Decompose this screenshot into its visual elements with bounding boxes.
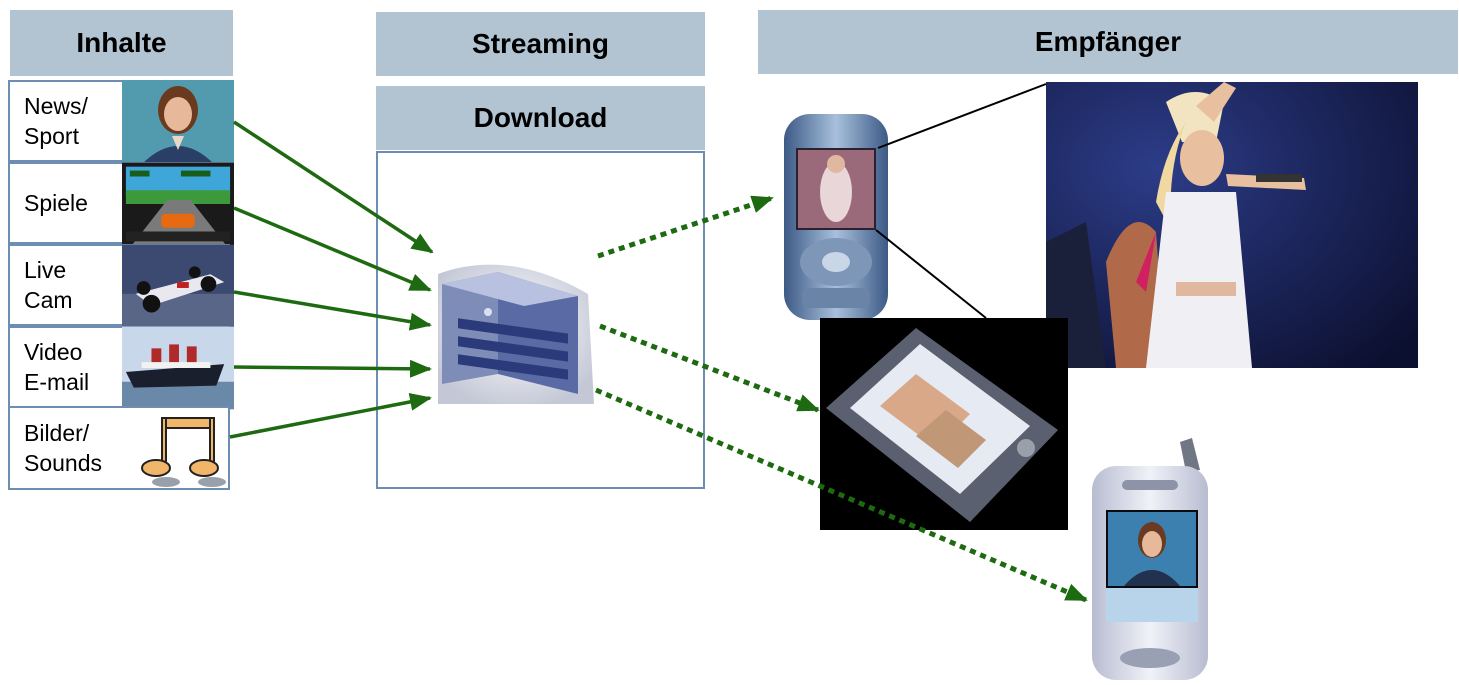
content-label: News/ Sport	[24, 93, 88, 149]
arrow-server-to-tablet	[599, 323, 820, 413]
music-notes-icon	[141, 417, 226, 487]
zoom-line-top	[877, 83, 1047, 149]
content-item-video-email: Video E-mail	[8, 326, 234, 410]
header-streaming: Streaming	[376, 12, 705, 76]
arrow-videomail-to-server	[233, 359, 432, 378]
content-item-spiele: Spiele	[8, 162, 234, 246]
content-item-bilder-sounds: Bilder/ Sounds	[8, 406, 230, 490]
content-item-live-cam: Live Cam	[8, 244, 234, 328]
arrow-news-to-server	[233, 120, 434, 254]
content-label: Live Cam	[24, 257, 73, 313]
header-inhalte: Inhalte	[10, 10, 233, 76]
racing-game-icon	[122, 162, 234, 246]
server-icon	[438, 264, 594, 404]
content-item-news-sport: News/ Sport	[8, 80, 234, 164]
arrow-spiele-to-server	[233, 206, 432, 292]
header-empfaenger: Empfänger	[758, 10, 1458, 74]
arrow-server-to-phone	[597, 195, 774, 259]
smartphone-icon	[1092, 438, 1208, 680]
concert-photo-icon	[1046, 82, 1418, 368]
header-download: Download	[376, 86, 705, 150]
content-label: Video E-mail	[24, 339, 90, 395]
arrow-server-to-smartphone	[595, 387, 1088, 603]
mobile-phone-icon	[784, 114, 888, 320]
content-label: Bilder/ Sounds	[24, 420, 103, 476]
newsreader-photo-icon	[122, 80, 234, 164]
arrow-livecam-to-server	[233, 290, 432, 331]
pda-tablet-icon	[820, 318, 1068, 530]
ship-photo-icon	[122, 326, 234, 410]
content-label: Spiele	[24, 190, 88, 216]
arrow-bilder-to-server	[229, 392, 432, 439]
formula1-car-icon	[122, 244, 234, 328]
zoom-line-bottom	[875, 229, 987, 319]
